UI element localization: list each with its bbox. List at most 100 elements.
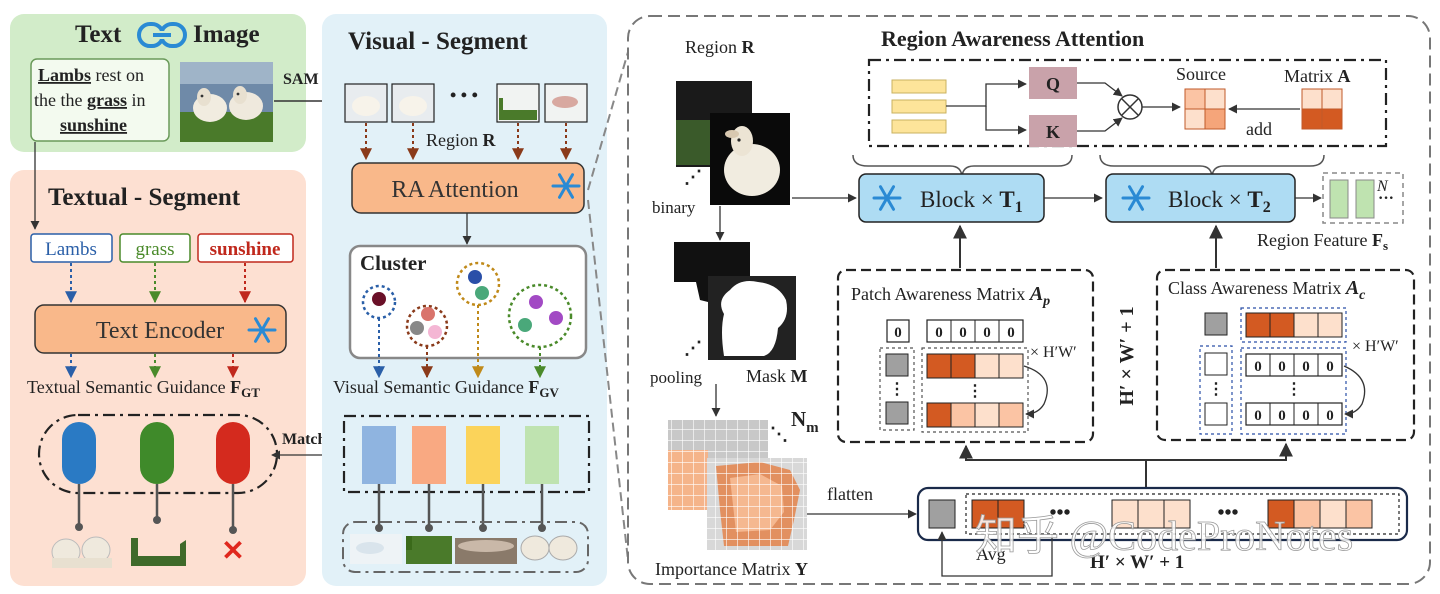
- attention-detail-box: [867, 58, 1388, 148]
- ra-attention-label: RA Attention: [391, 177, 518, 203]
- matrix-a: [1301, 88, 1343, 130]
- caption-box: [30, 58, 170, 142]
- svg-text:•••: •••: [1217, 502, 1238, 524]
- visual-segment-panel: Visual - Segment • • • Region R RA Atten…: [322, 14, 607, 586]
- svg-text:0: 0: [1326, 408, 1334, 424]
- block-t2-label: Block × T2: [1168, 187, 1271, 216]
- vertical-hw-label: H′ × W′ + 1: [1116, 306, 1138, 405]
- q-box: [1029, 67, 1077, 99]
- snowflake-icon: [1121, 185, 1151, 211]
- word-box-sunshine: [197, 233, 294, 263]
- svg-text:0: 0: [894, 325, 902, 341]
- word-lambs: Lambs: [45, 239, 97, 260]
- match-label: Match: [282, 431, 327, 448]
- patch-matrix: 0 0 0 0 0 ⋮ ⋮: [879, 319, 1048, 433]
- svg-text:⋮: ⋮: [1286, 381, 1302, 398]
- feature-end-3: [479, 524, 487, 532]
- svg-text:0: 0: [1326, 359, 1334, 375]
- feature-end-1: [375, 524, 383, 532]
- raa-panel: Region R Region Awareness Attention Q K …: [627, 15, 1431, 585]
- region-thumbnails: [344, 83, 588, 123]
- region-photo-stack: [676, 81, 790, 205]
- class-token: [928, 499, 956, 529]
- zoom-line-bottom: [587, 199, 629, 561]
- avg-label: Avg: [976, 544, 1006, 564]
- token-end-1: [75, 523, 83, 531]
- token-end-3: [229, 526, 237, 534]
- matrix-a-label: Matrix A: [1284, 66, 1351, 86]
- word-box-grass: [119, 233, 191, 263]
- feature-end-4: [538, 524, 546, 532]
- svg-text:0: 0: [1254, 408, 1262, 424]
- feature-group: [342, 414, 591, 494]
- to-q-arrow: [946, 79, 1027, 107]
- n-label: N: [1376, 178, 1389, 195]
- token-stack: [891, 79, 947, 134]
- cluster-4-dot-b: [518, 318, 532, 332]
- patch-tokens: ••• •••: [971, 499, 1373, 529]
- add-label: add: [1246, 119, 1272, 139]
- mask-label: Mask M: [746, 366, 808, 386]
- svg-text:•••: •••: [1049, 502, 1070, 524]
- block-t1-label: Block × T1: [920, 187, 1023, 216]
- cluster-2-dot-c: [428, 325, 442, 339]
- cluster-1-dot: [372, 292, 386, 306]
- text-encoder-label: Text Encoder: [96, 318, 224, 344]
- q-label: Q: [1046, 74, 1060, 94]
- visual-segment-title: Visual - Segment: [348, 28, 528, 55]
- photo-dots: ⋰: [684, 167, 702, 187]
- textual-segment-panel: Textual - Segment Lambs grass sunshine T…: [10, 142, 341, 586]
- svg-text:0: 0: [1007, 325, 1015, 341]
- k-to-mul-arrow: [1077, 117, 1123, 132]
- svg-text:0: 0: [1278, 359, 1286, 375]
- zoom-line-top: [587, 51, 629, 191]
- region-dots: • • •: [450, 85, 478, 105]
- region-strip-group: [342, 521, 589, 573]
- text-image-panel: Text Image Lambs rest on the the grass i…: [10, 14, 344, 152]
- region-strip: [350, 534, 578, 564]
- class-hw-label: × H′W′: [1352, 338, 1399, 355]
- lamb-result-thumb: [51, 536, 112, 568]
- class-awareness-title: Class Awareness Matrix Ac: [1168, 277, 1366, 303]
- class-awareness-box: [1155, 268, 1416, 442]
- snowflake-icon: [247, 317, 277, 343]
- token-end-2: [153, 516, 161, 524]
- word-box-lambs: [30, 233, 113, 263]
- multiply-icon: [1117, 94, 1143, 120]
- bottom-hw-label: H′ × W′ + 1: [1090, 552, 1184, 573]
- cluster-3-dot-a: [468, 270, 482, 284]
- svg-text:0: 0: [983, 325, 991, 341]
- cluster-2-dot-b: [410, 321, 424, 335]
- pooling-label: pooling: [650, 368, 702, 387]
- cluster-2-dot-a: [421, 307, 435, 321]
- textual-guidance-label: Textual Semantic Guidance FGT: [27, 377, 260, 400]
- k-label: K: [1046, 122, 1060, 142]
- patch-awareness-title: Patch Awareness Matrix Ap: [851, 283, 1050, 309]
- avg-arrow: [937, 531, 1053, 577]
- source-matrix: [1184, 88, 1226, 130]
- region-feature-bar-2: [1355, 179, 1375, 219]
- token-sunshine: [216, 422, 250, 484]
- flatten-label: flatten: [827, 484, 873, 504]
- mask-dots: ⋰: [684, 338, 702, 358]
- matrix-dots: ⋱: [770, 424, 788, 444]
- image-title: Image: [193, 21, 260, 48]
- raa-title: Region Awareness Attention: [881, 26, 1144, 51]
- svg-text:0: 0: [935, 325, 943, 341]
- cluster-title: Cluster: [360, 251, 427, 275]
- sam-label: SAM: [283, 71, 319, 88]
- region-feature-label: Region Feature Fs: [1257, 230, 1388, 253]
- region-label: Region R: [426, 130, 497, 150]
- feature-1: [362, 426, 396, 484]
- token-lambs: [62, 422, 96, 484]
- feature-3: [466, 426, 500, 484]
- mask-stack: [674, 242, 796, 360]
- grass-result-thumb: [131, 538, 186, 566]
- caption-line-2: the the grass in: [34, 90, 146, 110]
- svg-text:0: 0: [1302, 359, 1310, 375]
- snowflake-icon: [551, 173, 581, 199]
- q-to-mul-arrow: [1077, 82, 1123, 97]
- region-feature-bar-1: [1329, 179, 1349, 219]
- cluster-3-dot-b: [475, 286, 489, 300]
- svg-text:0: 0: [1254, 359, 1262, 375]
